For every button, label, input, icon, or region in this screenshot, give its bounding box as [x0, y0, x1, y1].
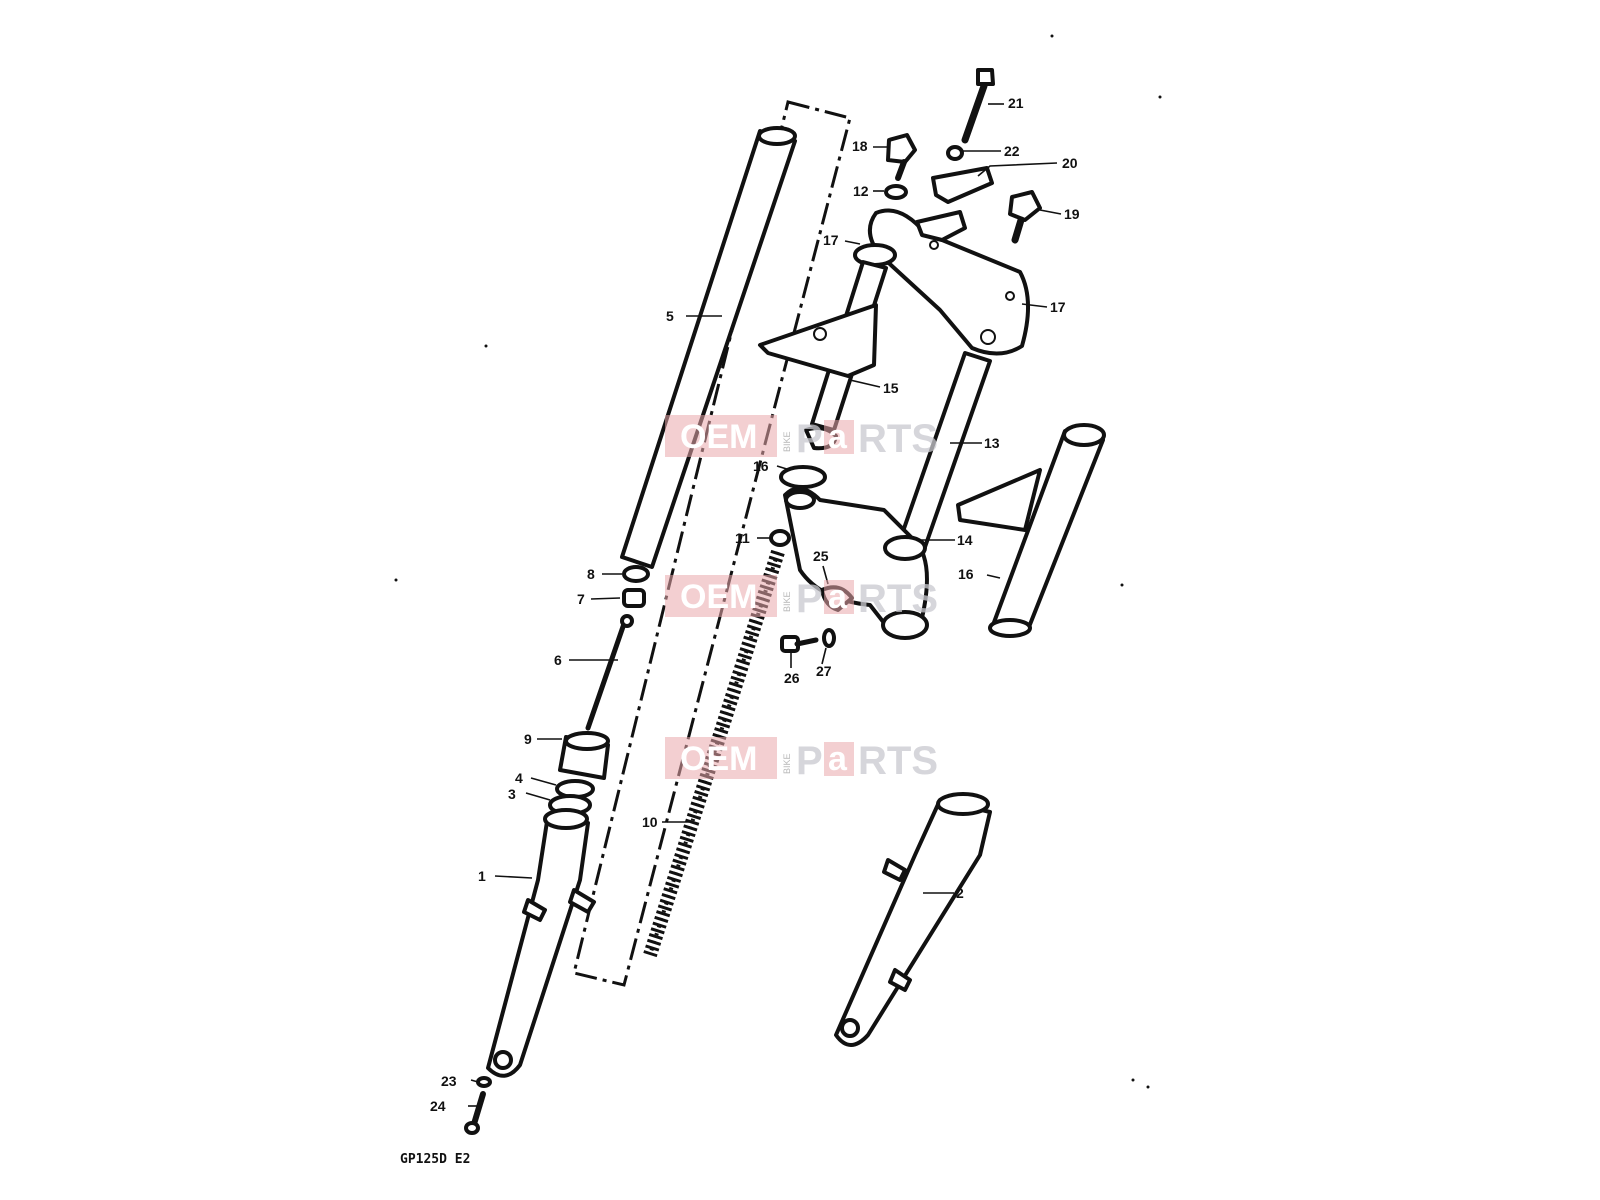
callout-26: 25 — [813, 548, 829, 564]
part-28-washer — [822, 628, 836, 648]
watermark-rts: RTS — [858, 739, 938, 783]
part-7-piece — [622, 588, 646, 608]
watermark-a: a — [828, 418, 848, 456]
part-5-fork-inner-tube — [620, 126, 797, 569]
dashed-group-outline — [572, 100, 852, 987]
callout-23: 22 — [1004, 143, 1020, 159]
watermark-bike: BIKE — [782, 591, 792, 612]
callout-22: 21 — [1008, 95, 1024, 111]
watermark-row-2: OEM BIKE P a RTS — [665, 575, 938, 621]
callout-7: 7 — [577, 591, 585, 607]
part-23-nut — [946, 145, 964, 161]
callout-18: 17 — [1050, 299, 1066, 315]
watermark-row-3: OEM BIKE P a RTS — [665, 737, 938, 783]
callout-10: 10 — [642, 814, 658, 830]
part-19-bolt — [886, 133, 917, 181]
watermark-oem: OEM — [680, 418, 757, 456]
callout-6: 6 — [554, 652, 562, 668]
callout-28: 27 — [816, 663, 832, 679]
part-16-inner-tube-right — [956, 423, 1106, 638]
callout-24: 23 — [441, 1073, 457, 1089]
part-22-long-bolt — [961, 68, 995, 144]
callout-13: 13 — [984, 435, 1000, 451]
part-8-cap — [622, 565, 650, 583]
part-20-bolt — [1008, 190, 1042, 244]
part-24-washer — [476, 1076, 492, 1088]
callout-9: 9 — [524, 731, 532, 747]
callout-12: 12 — [853, 183, 869, 199]
watermark-p: P — [796, 739, 823, 783]
callout-14: 14 — [957, 532, 973, 548]
part-25-bolt — [464, 1091, 486, 1135]
callout-19: 18 — [852, 138, 868, 154]
callout-1: 1 — [478, 868, 486, 884]
callout-27: 26 — [784, 670, 800, 686]
callout-4: 4 — [515, 770, 523, 786]
callout-8: 8 — [587, 566, 595, 582]
part-12-washer — [884, 184, 908, 200]
callout-5: 5 — [666, 308, 674, 324]
model-code: GP125D E2 — [400, 1152, 470, 1167]
watermark-rts: RTS — [858, 577, 938, 621]
watermark-p: P — [796, 577, 823, 621]
callout-15: 15 — [883, 380, 899, 396]
part-9-cylinder — [558, 731, 610, 780]
part-2-outer-tube-right — [834, 792, 992, 1047]
part-1-outer-tube-left — [486, 808, 596, 1078]
part-27-bolt — [780, 635, 819, 653]
callout-20: 19 — [1064, 206, 1080, 222]
watermark-rts: RTS — [858, 417, 938, 461]
callout-labels: 21 22 20 19 18 12 17 17 5 15 13 16 11 14… — [400, 95, 1080, 1167]
watermark-p: P — [796, 417, 823, 461]
part-21-clamp — [915, 166, 994, 242]
watermark-bike: BIKE — [782, 431, 792, 452]
callout-21: 20 — [1062, 155, 1078, 171]
callout-17-lower: 16 — [753, 458, 769, 474]
part-14-lower-bracket — [783, 486, 929, 640]
callout-25: 24 — [430, 1098, 446, 1114]
callout-17-upper: 17 — [823, 232, 839, 248]
watermark-bike: BIKE — [782, 753, 792, 774]
watermark-row-1: OEM BIKE P a RTS — [665, 415, 938, 461]
watermark-a: a — [828, 740, 848, 778]
watermark-a: a — [828, 578, 848, 616]
callout-16: 16 — [958, 566, 974, 582]
callout-3: 3 — [508, 786, 516, 802]
watermark-oem: OEM — [680, 578, 757, 616]
part-11-seat — [769, 529, 791, 547]
callout-11: 11 — [735, 530, 750, 546]
scan-specks — [394, 34, 1162, 1089]
watermark-oem: OEM — [680, 740, 757, 778]
leader-lines — [468, 103, 1062, 1107]
callout-2: 2 — [956, 885, 964, 901]
part-6-damper-rod — [585, 614, 634, 731]
